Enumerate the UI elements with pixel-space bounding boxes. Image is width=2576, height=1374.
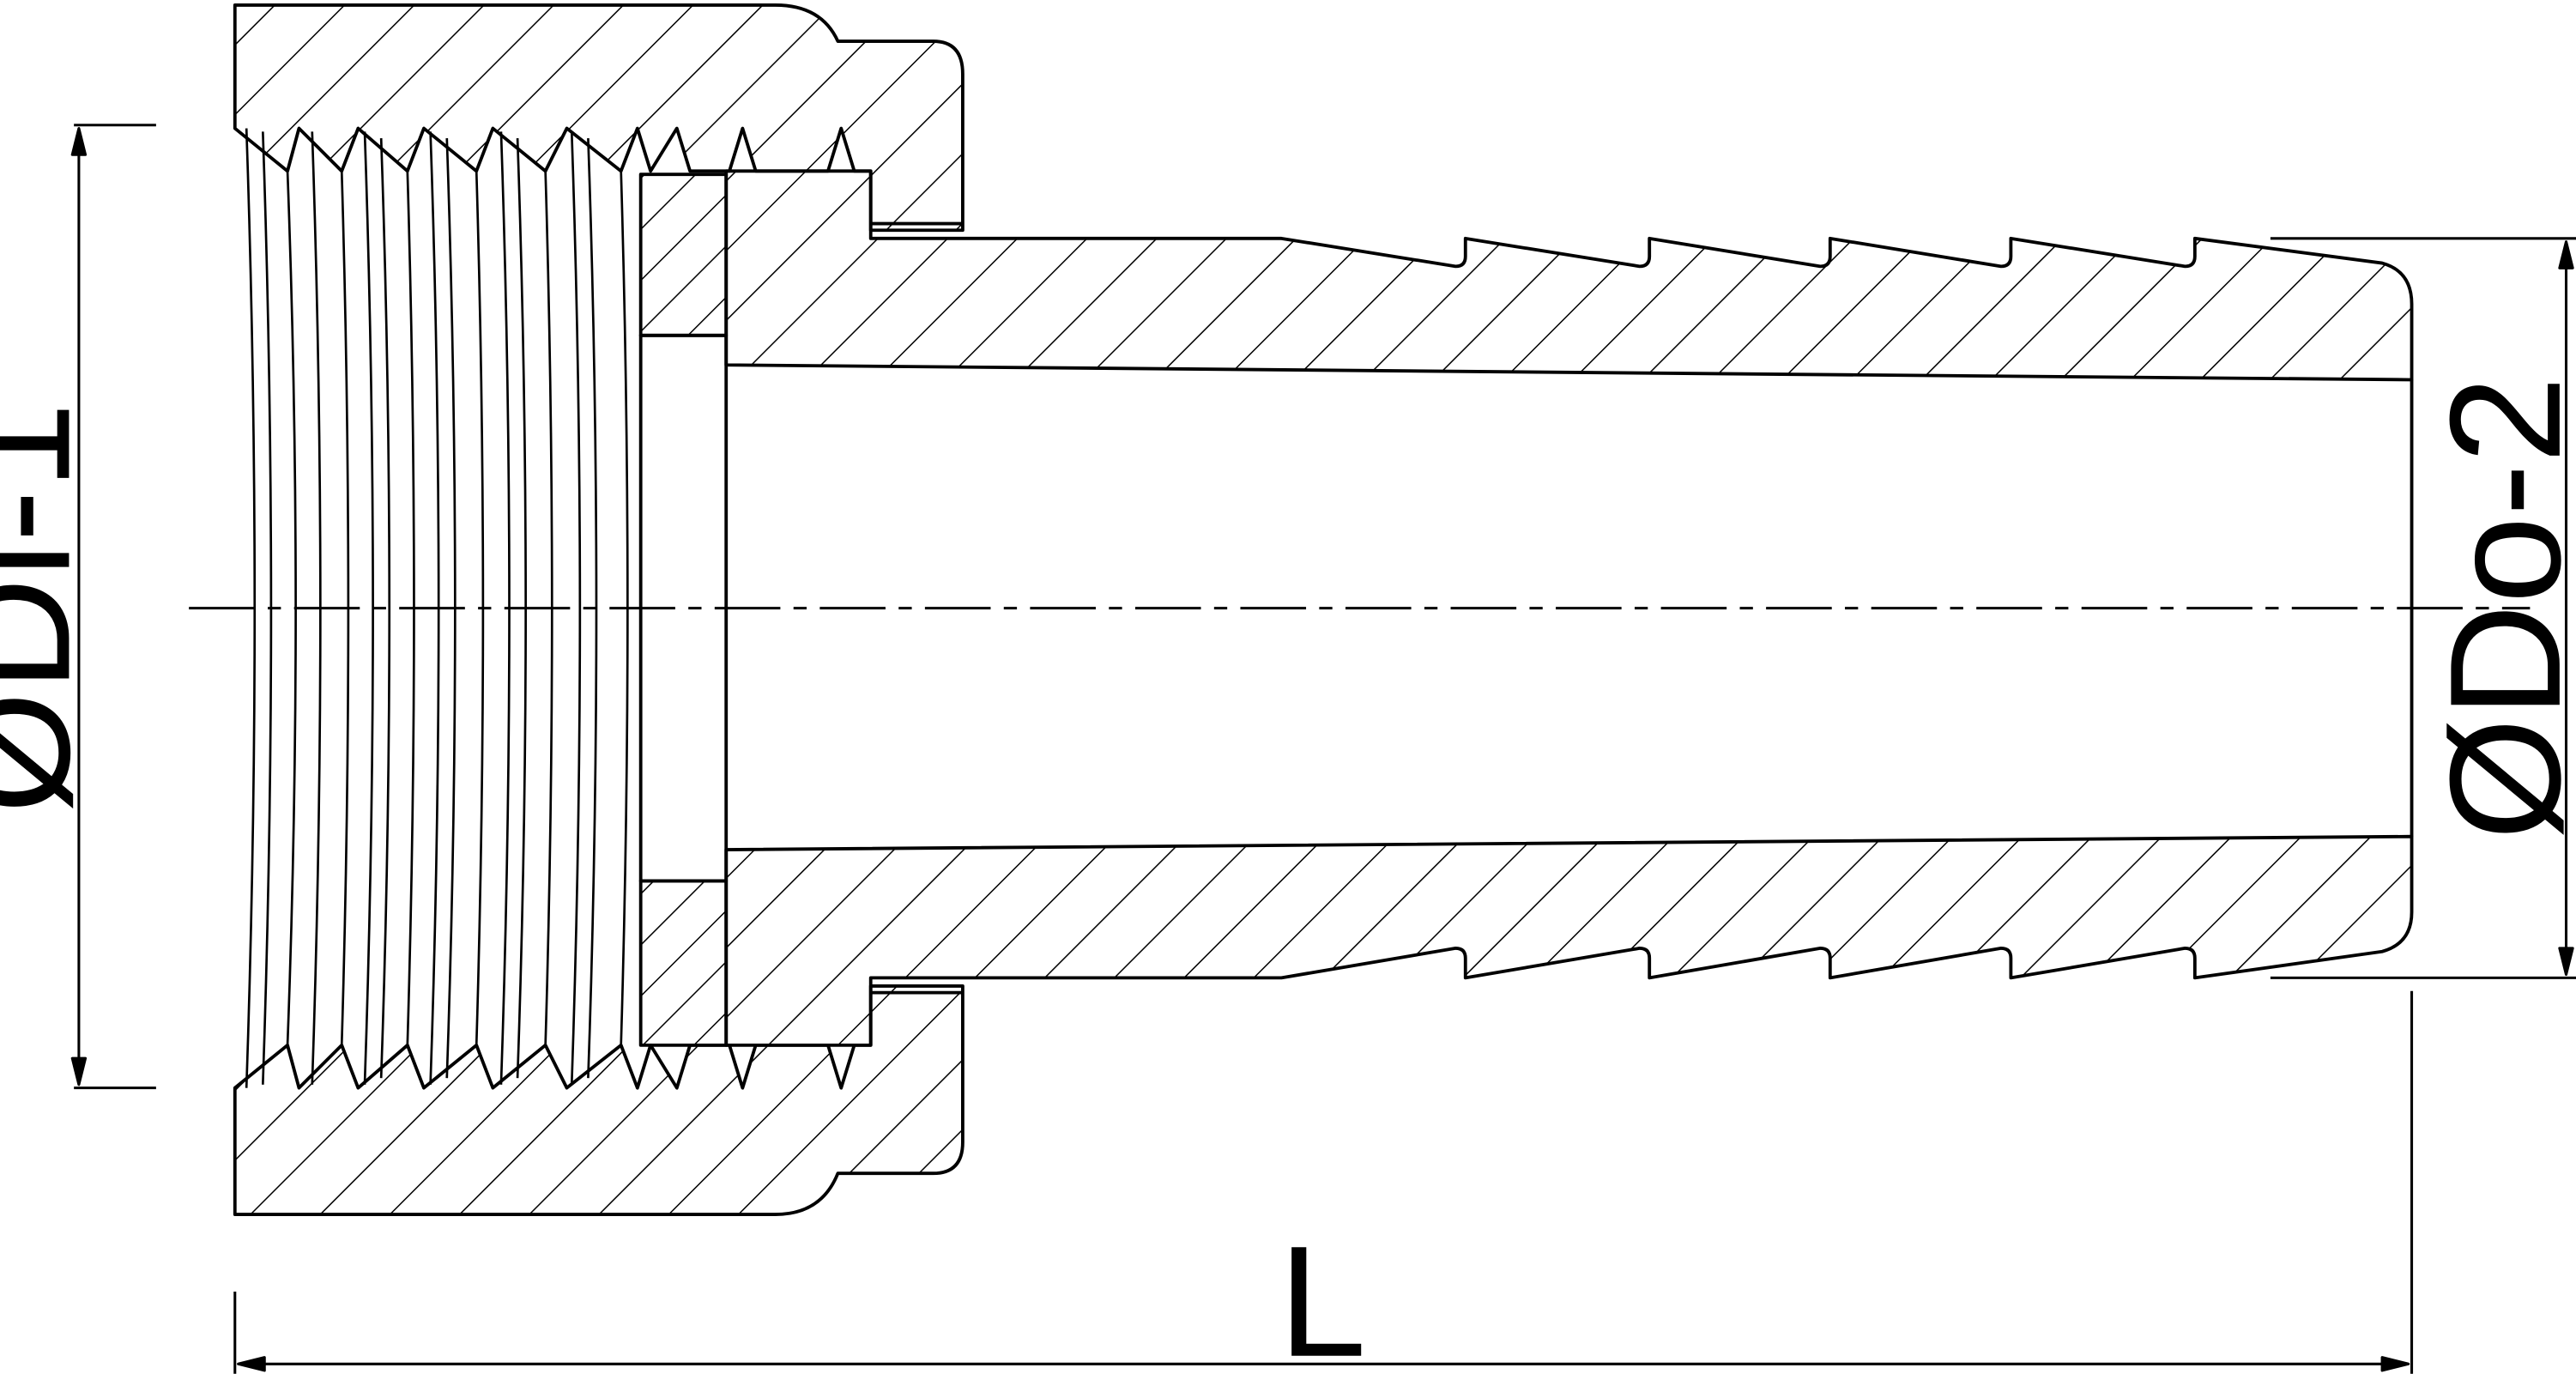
- outer-diameter-label: ØDo-2: [2417, 376, 2576, 840]
- nut-lower-section: [233, 984, 964, 1216]
- barb-tail-lower-wall: [724, 834, 2414, 1047]
- dimension-inner-diameter: [70, 124, 156, 1090]
- nut-upper-section: [233, 3, 964, 233]
- length-label: L: [1279, 1214, 1366, 1374]
- dimension-length: [233, 990, 2414, 1374]
- inner-diameter-label: ØDi-1: [0, 403, 102, 814]
- insert-ring-upper: [638, 173, 729, 337]
- barb-tail-upper-wall: [724, 169, 2414, 382]
- insert-ring-lower: [638, 879, 729, 1047]
- dimension-outer-diameter: [2270, 237, 2576, 979]
